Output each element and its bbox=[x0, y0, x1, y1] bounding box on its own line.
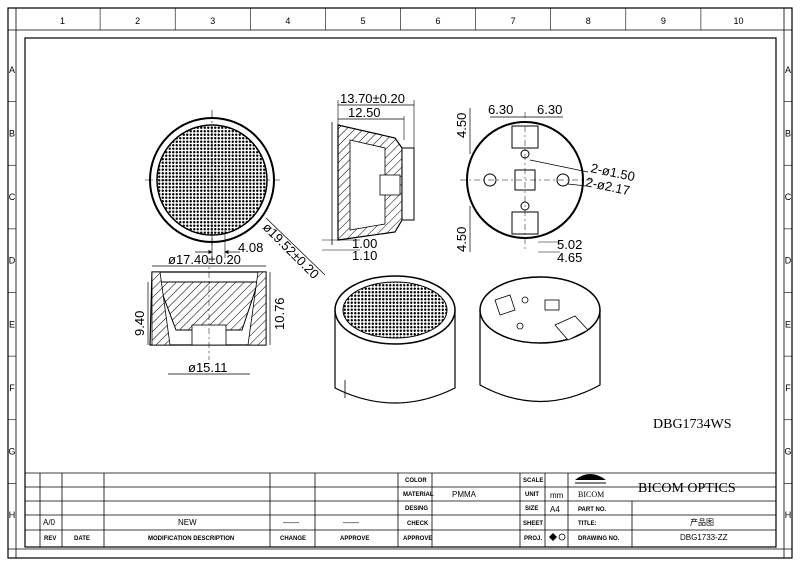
row-label: C bbox=[785, 192, 792, 202]
row-label: C bbox=[9, 192, 16, 202]
side-section-view: 13.70±0.20 12.50 1.00 1.10 bbox=[322, 91, 415, 263]
bicom-logo-icon bbox=[575, 474, 606, 484]
tb-drawing-no-value: DBG1733-ZZ bbox=[680, 533, 728, 542]
column-label: 6 bbox=[436, 16, 441, 26]
tb-desing-label: DESING bbox=[405, 506, 428, 512]
inner-border bbox=[24, 37, 777, 548]
row-label: D bbox=[9, 256, 16, 266]
column-labels: 1 2 3 4 5 6 7 8 9 10 bbox=[60, 8, 743, 30]
row-label: E bbox=[9, 319, 15, 329]
dim-side-inner: 12.50 bbox=[348, 105, 381, 120]
tb-check-label: CHECK bbox=[407, 521, 429, 527]
cross-section-view: ø17.40±0.20 9.40 10.76 ø15.11 bbox=[132, 252, 287, 375]
row-label: G bbox=[8, 447, 15, 457]
dim-side-t1: 1.00 bbox=[352, 236, 377, 251]
dim-side-t2: 1.10 bbox=[352, 248, 377, 263]
part-label: DBG1734WS bbox=[653, 417, 732, 432]
dim-section-left: 9.40 bbox=[132, 311, 147, 336]
dim-front-inner: 4.08 bbox=[238, 240, 263, 255]
dim-front-outer: ø19.52±0.20 bbox=[260, 220, 322, 282]
column-label: 1 bbox=[60, 16, 65, 26]
tb-date-label: DATE bbox=[74, 536, 90, 542]
dim-section-bottom: ø15.11 bbox=[188, 360, 228, 375]
tb-approve-label: APPROVE bbox=[403, 536, 432, 542]
row-label: D bbox=[785, 256, 792, 266]
tb-unit-label: UNIT bbox=[525, 492, 539, 498]
dim-section-right: 10.76 bbox=[272, 297, 287, 330]
column-label: 10 bbox=[733, 16, 743, 26]
column-label: 8 bbox=[586, 16, 591, 26]
dim-back-left: 6.30 bbox=[488, 102, 513, 117]
isometric-front-view bbox=[334, 275, 456, 404]
tb-mod-value: NEW bbox=[178, 518, 197, 527]
tb-approve2-label: APPROVE bbox=[340, 536, 369, 542]
tb-title-label: TITLE: bbox=[578, 521, 597, 527]
row-label: F bbox=[9, 383, 15, 393]
tb-drawing-no-label: DRAWING NO. bbox=[578, 536, 620, 542]
tb-material-label: MATERIAL bbox=[403, 492, 434, 498]
row-label: B bbox=[9, 128, 15, 138]
tb-change-label: CHANGE bbox=[280, 536, 306, 542]
dim-side-width: 13.70±0.20 bbox=[340, 91, 405, 106]
dim-back-top: 4.50 bbox=[454, 113, 469, 138]
tb-size-label: SIZE bbox=[525, 506, 538, 512]
tb-material-value: PMMA bbox=[452, 490, 477, 499]
tb-sheet-label: SHEET bbox=[523, 521, 543, 527]
tb-rev-label: REV bbox=[44, 536, 56, 542]
row-label: F bbox=[785, 383, 791, 393]
isometric-back-view bbox=[479, 276, 601, 403]
row-label: B bbox=[785, 128, 791, 138]
column-label: 4 bbox=[285, 16, 290, 26]
dim-back-d2: 4.65 bbox=[557, 250, 582, 265]
tb-title-value: 产品图 bbox=[690, 517, 714, 527]
tb-unit-value: mm bbox=[550, 491, 564, 500]
column-label: 5 bbox=[360, 16, 365, 26]
row-label: G bbox=[784, 447, 791, 457]
projection-symbol-icon bbox=[549, 533, 566, 541]
tb-size-value: A4 bbox=[550, 505, 560, 514]
row-label: E bbox=[785, 319, 791, 329]
row-label: H bbox=[9, 510, 16, 520]
row-label: A bbox=[9, 65, 15, 75]
tb-company: BICOM OPTICS bbox=[638, 481, 736, 496]
tb-proj-label: PROJ. bbox=[524, 536, 542, 542]
row-labels: A A B B C C D D E E F F G G H H bbox=[8, 65, 792, 520]
dim-section-top: ø17.40±0.20 bbox=[168, 252, 241, 267]
tb-part-no-label: PART NO. bbox=[578, 507, 607, 513]
tb-logo-text: BICOM bbox=[578, 490, 604, 499]
tb-mod-label: MODIFICATION DESCRIPTION bbox=[148, 536, 234, 542]
tb-rev-value: A/0 bbox=[43, 518, 56, 527]
zone-grid bbox=[8, 8, 792, 558]
tb-approve-value: —— bbox=[343, 518, 359, 527]
column-label: 3 bbox=[210, 16, 215, 26]
dim-back-bottom: 4.50 bbox=[454, 227, 469, 252]
dim-back-right: 6.30 bbox=[537, 102, 562, 117]
dim-back-d1: 5.02 bbox=[557, 237, 582, 252]
outer-border bbox=[7, 7, 793, 559]
tb-change-value: —— bbox=[283, 518, 299, 527]
row-label: A bbox=[785, 65, 791, 75]
tb-scale-label: SCALE bbox=[523, 478, 543, 484]
row-label: H bbox=[785, 510, 792, 520]
column-label: 7 bbox=[511, 16, 516, 26]
back-view: 6.30 6.30 4.50 4.50 2-ø1.50 2-ø2.17 5.02… bbox=[454, 102, 636, 265]
tb-color-label: COLOR bbox=[405, 478, 427, 484]
title-block bbox=[25, 472, 776, 547]
column-label: 2 bbox=[135, 16, 140, 26]
column-label: 9 bbox=[661, 16, 666, 26]
